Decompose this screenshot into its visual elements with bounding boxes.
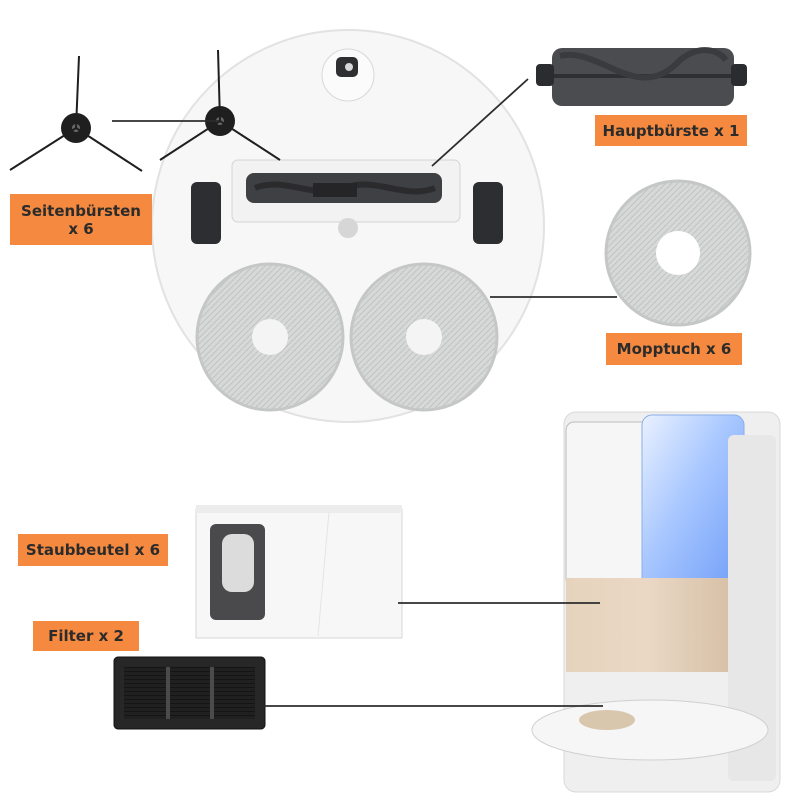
dust-bag bbox=[195, 505, 403, 639]
side-brush-right bbox=[159, 49, 281, 161]
hepa-filter bbox=[113, 656, 266, 730]
side-brushes-label: Seitenbürsten x 6 bbox=[10, 194, 152, 245]
dust-bag-label: Staubbeutel x 6 bbox=[18, 534, 168, 566]
docking-station bbox=[531, 411, 781, 793]
side-brush-left bbox=[9, 55, 143, 172]
mop-cloth-label: Mopptuch x 6 bbox=[606, 333, 742, 365]
filter-label: Filter x 2 bbox=[33, 621, 139, 651]
main-brush-roller bbox=[536, 47, 747, 106]
connector-lines bbox=[112, 78, 617, 707]
mop-pads bbox=[195, 179, 752, 412]
main-brush-label: Hauptbürste x 1 bbox=[595, 115, 747, 146]
